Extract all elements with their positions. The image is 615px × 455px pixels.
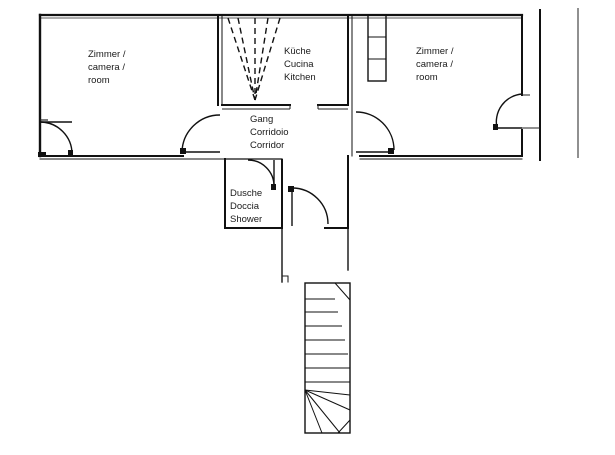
kitchen-label-line-1: Küche — [284, 46, 311, 57]
shower-door — [247, 159, 276, 190]
left-room-walls — [40, 14, 223, 121]
balcony-strip — [522, 8, 579, 161]
right-room-balcony-door — [493, 93, 523, 130]
kitchen-label-line-3: Kitchen — [284, 72, 316, 83]
shower-label-line-2: Doccia — [230, 201, 260, 212]
room-label-corridor: Gang Corridoio Corridor — [250, 114, 289, 151]
left-entry-door — [38, 121, 73, 157]
stair-door — [288, 186, 329, 226]
room-label-kitchen: Küche Cucina Kitchen — [284, 46, 316, 83]
left-room-door — [180, 114, 221, 154]
outer-walls — [38, 13, 524, 160]
room-label-room-left: Zimmer / camera / room — [88, 49, 126, 86]
corridor-label-line-3: Corridor — [250, 140, 284, 151]
room-label-shower: Dusche Doccia Shower — [230, 188, 262, 225]
corridor-walls — [224, 155, 349, 283]
kitchen-label-line-2: Cucina — [284, 59, 314, 70]
room-right-label-line-3: room — [416, 72, 438, 83]
shower-label-line-1: Dusche — [230, 188, 262, 199]
room-left-label-line-2: camera / — [88, 62, 125, 73]
shower-label-line-3: Shower — [230, 214, 262, 225]
corridor-label-line-1: Gang — [250, 114, 273, 125]
kitchen-walls — [221, 14, 353, 157]
room-left-label-line-1: Zimmer / — [88, 49, 126, 60]
right-room-door — [355, 111, 395, 154]
room-right-label-line-1: Zimmer / — [416, 46, 454, 57]
room-right-label-line-2: camera / — [416, 59, 453, 70]
room-left-label-line-3: room — [88, 75, 110, 86]
kitchen-hood — [227, 17, 281, 101]
kitchen-cabinet — [367, 14, 387, 82]
staircase — [304, 282, 351, 434]
room-label-room-right: Zimmer / camera / room — [416, 46, 454, 83]
corridor-label-line-2: Corridoio — [250, 127, 289, 138]
